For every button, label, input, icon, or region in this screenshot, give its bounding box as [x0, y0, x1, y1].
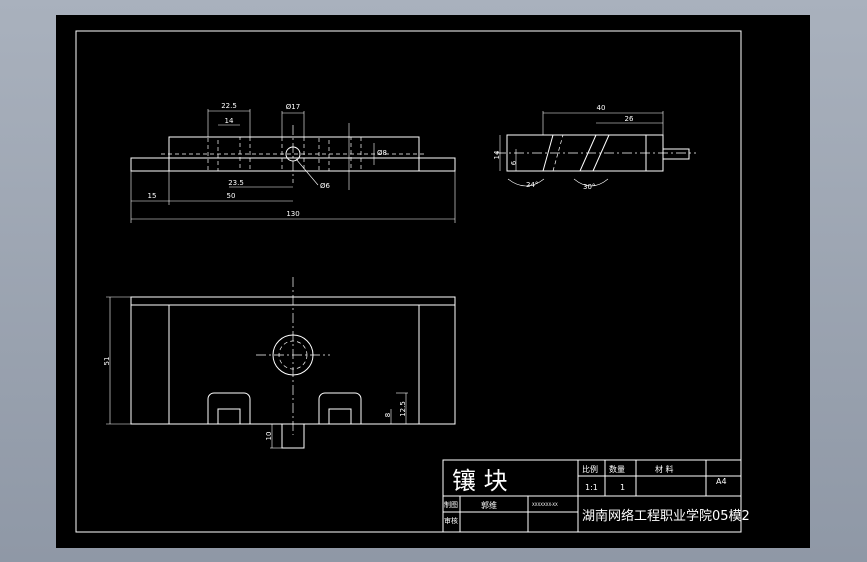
- header-quantity: 数量: [609, 464, 625, 474]
- drawing-sheet: 22.5 14 Ø17 Ø8 Ø6 15 50: [56, 15, 810, 548]
- side-angle-24: 24°: [526, 181, 538, 189]
- dim-14: 14: [225, 117, 234, 125]
- top-dim-51: 51: [103, 357, 111, 366]
- dim-15: 15: [148, 192, 157, 200]
- dim-130: 130: [286, 210, 299, 218]
- part-name: 镶 块: [452, 467, 508, 495]
- dim-right-small: Ø8: [377, 149, 387, 157]
- dim-phi6: Ø6: [320, 182, 331, 190]
- drafted-label: 制图: [444, 500, 458, 509]
- drawing-canvas: 22.5 14 Ø17 Ø8 Ø6 15 50: [75, 30, 750, 533]
- dim-23-5: 23.5: [228, 179, 244, 187]
- drafter-name: 郭维: [481, 500, 497, 510]
- side-angle-30: 30°: [583, 183, 595, 191]
- top-view: 51 12.5 8 10: [103, 277, 456, 449]
- header-scale: 比例: [582, 464, 598, 474]
- side-dim-26: 26: [625, 115, 634, 123]
- top-dim-8: 8: [384, 413, 392, 417]
- side-dim-14: 14: [493, 150, 501, 159]
- top-dim-12-5: 12.5: [399, 401, 407, 417]
- drawing-frame: [75, 30, 742, 533]
- side-dim-40: 40: [597, 104, 606, 112]
- side-dim-6: 6: [510, 160, 518, 165]
- top-dim-10: 10: [265, 432, 273, 441]
- dim-22-5: 22.5: [221, 102, 237, 110]
- header-material: 材 料: [655, 464, 674, 474]
- dim-50: 50: [227, 192, 236, 200]
- paper-size: A4: [716, 477, 727, 486]
- scale-value: 1:1: [585, 483, 598, 492]
- drawing-number: XXXXXXX-XX: [532, 502, 558, 507]
- title-block: 镶 块 比例 数量 材 料 1:1 1 A4 制图 审核 郭维 XXXXXXX-…: [442, 459, 750, 533]
- checked-label: 审核: [444, 516, 458, 525]
- school-name: 湖南网络工程职业学院05模2: [582, 508, 750, 524]
- front-view: 22.5 14 Ø17 Ø8 Ø6 15 50: [130, 102, 456, 223]
- side-view: 40 26 14 6 24° 30°: [493, 104, 696, 191]
- dim-phi17: Ø17: [286, 103, 300, 111]
- quantity-value: 1: [620, 483, 625, 492]
